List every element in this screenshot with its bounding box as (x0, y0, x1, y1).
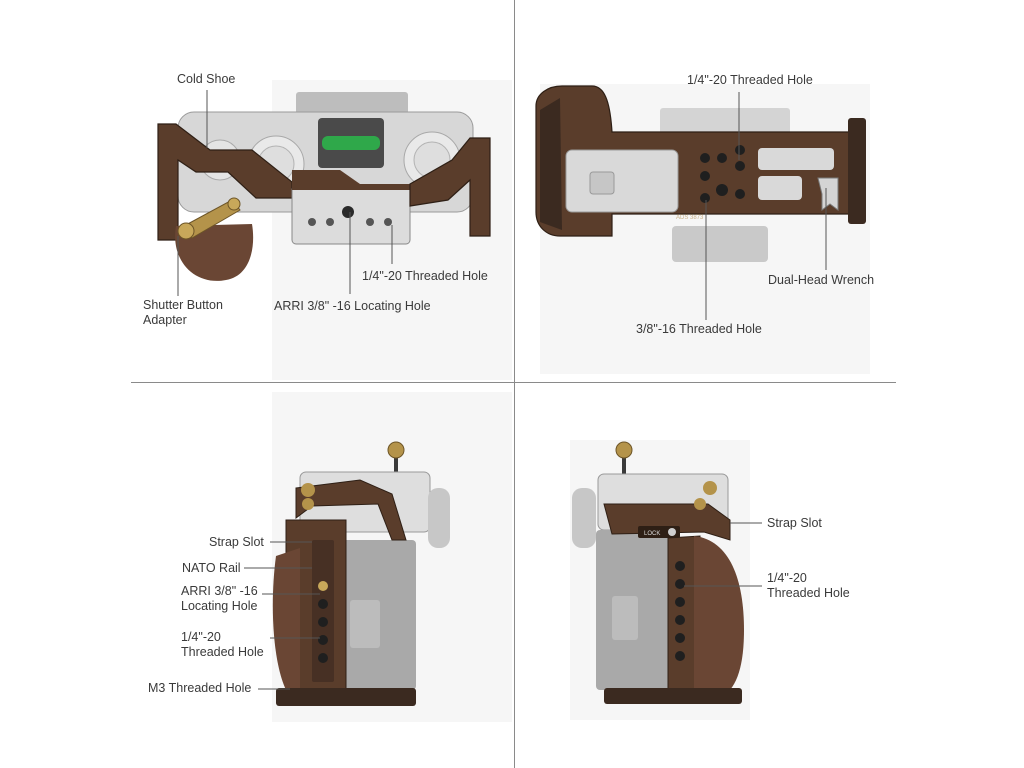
label-threaded-right-line1: 1/4"-20 (767, 571, 807, 585)
left-side-illustration (244, 392, 512, 722)
label-shutter-adapter-line2: Adapter (143, 313, 187, 327)
label-threaded-hole-top: 1/4"-20 Threaded Hole (362, 269, 488, 283)
right-side-illustration: LOCK (570, 440, 762, 720)
label-threaded-left-line1: 1/4"-20 (181, 630, 221, 644)
label-shutter-adapter: Shutter Button Adapter (143, 298, 223, 328)
label-threaded-left-line2: Threaded Hole (181, 645, 264, 659)
label-arri-hole-top: ARRI 3/8" -16 Locating Hole (274, 299, 431, 313)
lock-text: LOCK (644, 531, 660, 537)
label-strap-slot-left: Strap Slot (209, 535, 264, 549)
label-arri-line1: ARRI 3/8" -16 (181, 584, 258, 598)
label-threaded-right-line2: Threaded Hole (767, 586, 850, 600)
bottom-view-illustration: ADS 3873 (535, 84, 870, 374)
engraving-text: ADS 3873 (676, 215, 704, 221)
label-shutter-adapter-line1: Shutter Button (143, 298, 223, 312)
horizontal-divider (131, 382, 896, 383)
top-view-illustration (157, 80, 512, 380)
label-cold-shoe: Cold Shoe (177, 72, 236, 86)
label-dual-head-wrench: Dual-Head Wrench (768, 273, 875, 287)
vertical-divider (514, 0, 515, 768)
label-threaded-hole-right: 1/4"-20 Threaded Hole (767, 571, 850, 601)
label-nato-rail: NATO Rail (182, 561, 241, 575)
label-m3-threaded-hole: M3 Threaded Hole (148, 681, 252, 695)
label-quarter-threaded-hole: 1/4"-20 Threaded Hole (687, 73, 813, 87)
label-three-eighths-threaded-hole: 3/8"-16 Threaded Hole (636, 322, 762, 336)
label-arri-locating-hole: ARRI 3/8" -16 Locating Hole (181, 584, 258, 614)
label-arri-line2: Locating Hole (181, 599, 258, 613)
label-strap-slot-right: Strap Slot (767, 516, 822, 530)
label-threaded-hole-left: 1/4"-20 Threaded Hole (181, 630, 264, 660)
